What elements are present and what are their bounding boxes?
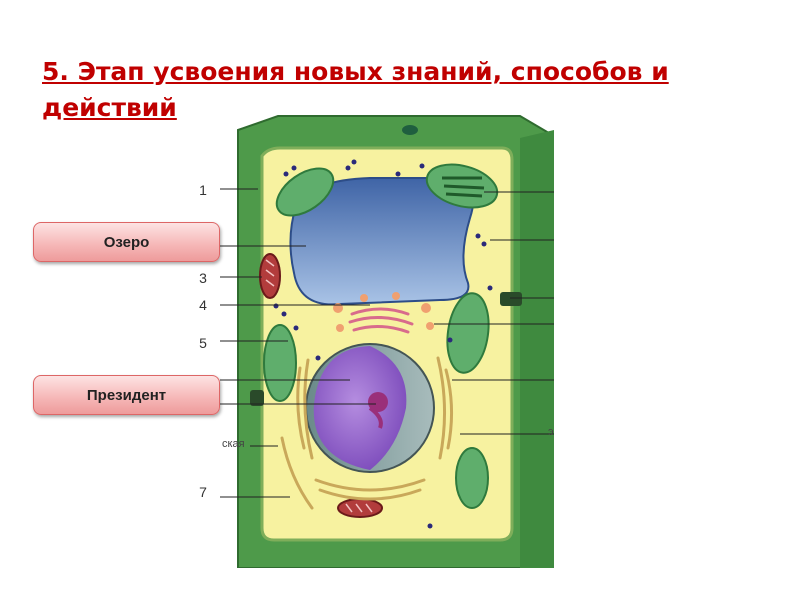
chloroplast: [264, 325, 296, 401]
label-number-3: 3: [196, 270, 210, 286]
partial-label-left: ская: [222, 438, 245, 450]
label-number-1: 1: [196, 182, 210, 198]
plasmodesma: [500, 292, 522, 306]
label-number-5: 5: [196, 335, 210, 351]
partial-label-right: э: [548, 426, 554, 438]
chloroplast: [456, 448, 488, 508]
plasmodesma: [402, 125, 418, 135]
label-number-7: 7: [196, 484, 210, 500]
president-button[interactable]: Президент: [33, 375, 220, 415]
lake-button[interactable]: Озеро: [33, 222, 220, 262]
plant-cell-diagram: [220, 108, 554, 568]
neighbor-cell-wall: [520, 130, 554, 568]
mitochondrion: [338, 499, 382, 517]
label-number-4: 4: [196, 297, 210, 313]
mitochondrion: [260, 254, 280, 298]
